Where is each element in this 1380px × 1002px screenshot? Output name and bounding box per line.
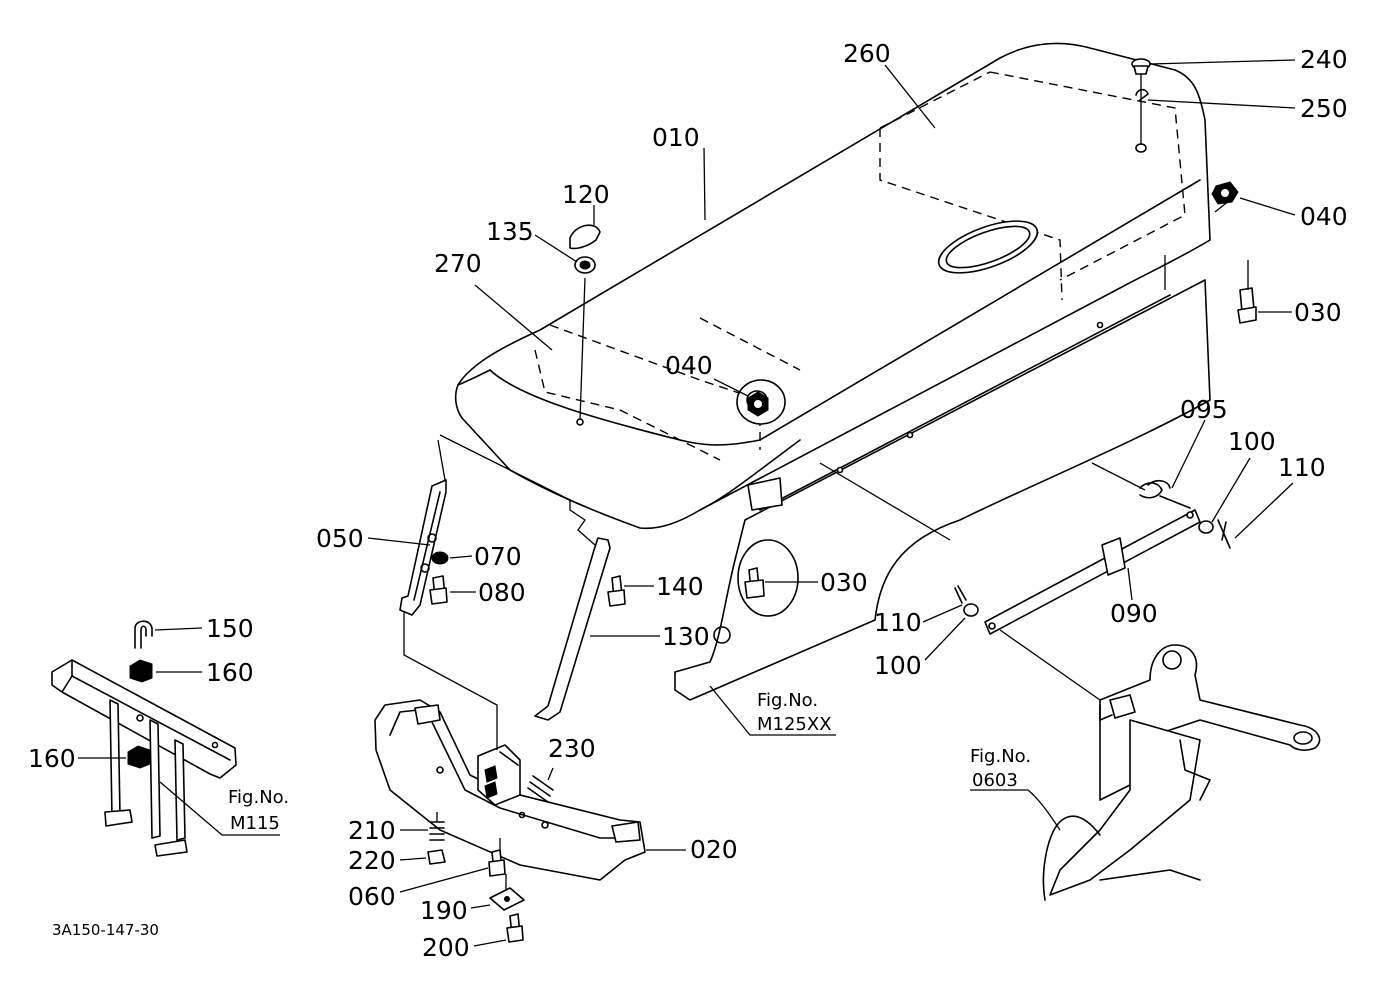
side-panel <box>674 279 1211 701</box>
callout-110-left: 110 <box>874 608 922 637</box>
bracket-050 <box>399 479 447 616</box>
callout-080: 080 <box>478 578 526 607</box>
frame-0603 <box>1042 644 1321 901</box>
figref-m115-label: Fig.No. <box>228 787 289 808</box>
callout-150: 150 <box>206 614 254 643</box>
callout-270: 270 <box>434 249 482 278</box>
callout-260: 260 <box>843 39 891 68</box>
hood-assembly <box>454 42 1211 530</box>
rod-130 <box>534 537 611 721</box>
callouts: 260 240 250 010 120 135 040 270 030 040 … <box>28 39 1348 962</box>
figref-0603-label: Fig.No. <box>970 746 1031 767</box>
callout-050: 050 <box>316 524 364 553</box>
callout-070: 070 <box>474 542 522 571</box>
callout-190: 190 <box>420 896 468 925</box>
callout-010: 010 <box>652 123 700 152</box>
callout-120: 120 <box>562 180 610 209</box>
lever-rod-090 <box>954 479 1231 635</box>
callout-100-right: 100 <box>1228 427 1276 456</box>
drawing-code: 3A150-147-30 <box>52 921 159 939</box>
callout-240: 240 <box>1300 45 1348 74</box>
bumper-020 <box>374 699 646 881</box>
figref-m125xx-label: Fig.No. <box>757 690 818 711</box>
assembly-lines <box>403 74 1249 890</box>
figref-m115-number: M115 <box>230 813 280 834</box>
callout-060: 060 <box>348 882 396 911</box>
callout-130: 130 <box>662 622 710 651</box>
callout-135: 135 <box>486 217 534 246</box>
callout-030-right: 030 <box>1294 298 1342 327</box>
callout-110-right: 110 <box>1278 453 1326 482</box>
figref-m125xx-number: M125XX <box>757 714 832 735</box>
figure-references: Fig.No. M125XX Fig.No. M115 Fig.No. 0603 <box>228 690 1031 834</box>
callout-020: 020 <box>690 835 738 864</box>
callout-095: 095 <box>1180 395 1228 424</box>
leader-lines <box>78 59 1296 947</box>
callout-250: 250 <box>1300 94 1348 123</box>
figref-0603-number: 0603 <box>972 770 1018 791</box>
callout-230: 230 <box>548 734 596 763</box>
callout-040-center: 040 <box>665 351 713 380</box>
callout-100-left: 100 <box>874 651 922 680</box>
callout-090: 090 <box>1110 599 1158 628</box>
callout-200: 200 <box>422 933 470 962</box>
callout-140: 140 <box>656 572 704 601</box>
callout-030-middle: 030 <box>820 568 868 597</box>
callout-220: 220 <box>348 846 396 875</box>
callout-160-bottom: 160 <box>28 744 76 773</box>
callout-160-top: 160 <box>206 658 254 687</box>
callout-210: 210 <box>348 816 396 845</box>
callout-040-top: 040 <box>1300 202 1348 231</box>
rear-bar-m115 <box>51 659 237 857</box>
hardware <box>127 58 1257 943</box>
